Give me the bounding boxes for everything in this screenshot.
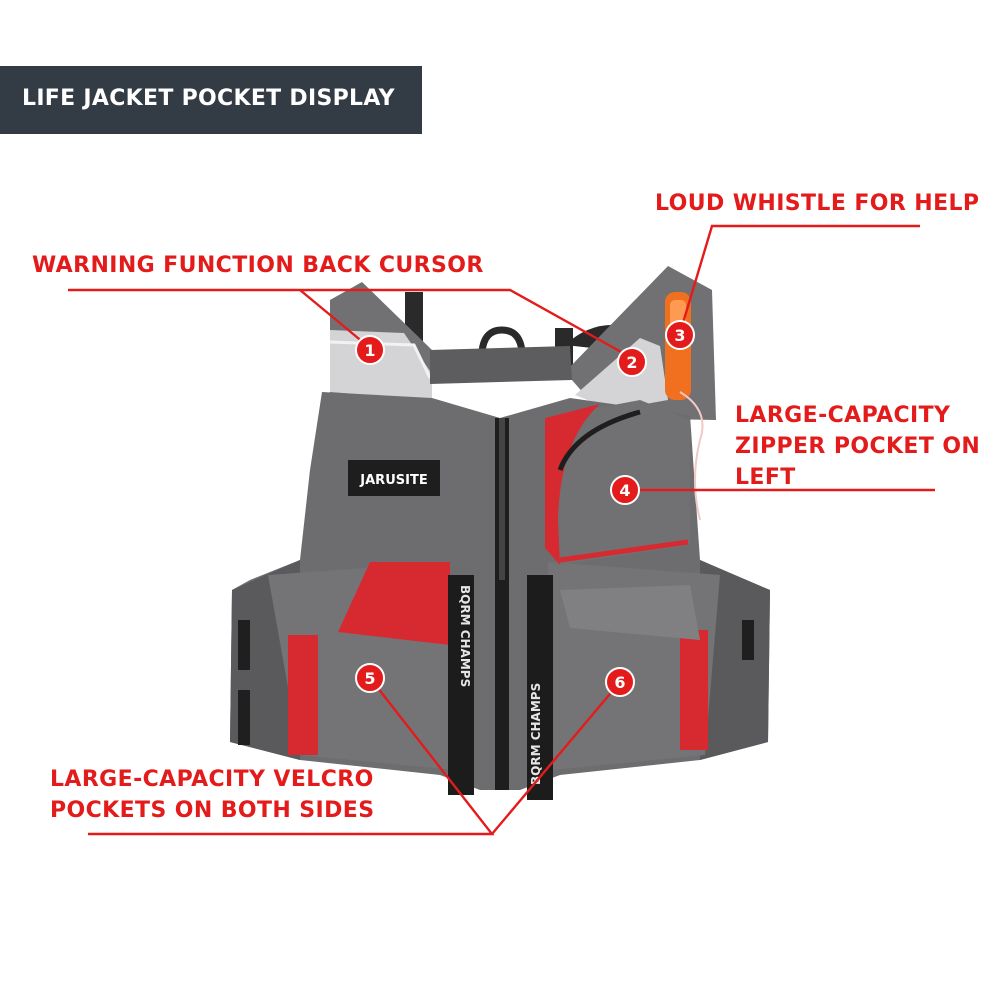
- marker-label-1: 1: [364, 341, 375, 360]
- warning-callout: WARNING FUNCTION BACK CURSOR: [32, 253, 484, 278]
- number-markers: 1 2 3 4 5 6: [355, 320, 695, 697]
- brand-label: JARUSITE: [359, 473, 427, 488]
- whistle-callout: LOUD WHISTLE FOR HELP: [655, 191, 980, 216]
- banner-title: LIFE JACKET POCKET DISPLAY: [22, 86, 395, 111]
- marker-label-4: 4: [619, 481, 630, 500]
- marker-label-6: 6: [614, 673, 625, 692]
- marker-1: 1: [355, 335, 385, 365]
- marker-6: 6: [605, 667, 635, 697]
- marker-label-3: 3: [674, 326, 685, 345]
- zipper-callout-line-3: LEFT: [735, 465, 796, 490]
- marker-3: 3: [665, 320, 695, 350]
- zipper-callout-line-2: ZIPPER POCKET ON: [735, 434, 981, 459]
- title-banner: LIFE JACKET POCKET DISPLAY: [0, 66, 422, 134]
- zipper-callout-line-1: LARGE-CAPACITY: [735, 403, 951, 428]
- velcro-callout-line-1: LARGE-CAPACITY VELCRO: [50, 767, 374, 792]
- marker-5: 5: [355, 663, 385, 693]
- strap-text-right: BQRM CHAMPS: [529, 683, 543, 785]
- marker-4: 4: [610, 475, 640, 505]
- marker-label-5: 5: [364, 669, 375, 688]
- strap-text-left: BQRM CHAMPS: [458, 585, 472, 687]
- marker-label-2: 2: [626, 353, 637, 372]
- velcro-callout-line-2: POCKETS ON BOTH SIDES: [50, 798, 375, 823]
- marker-2: 2: [617, 347, 647, 377]
- velcro-callout: LARGE-CAPACITY VELCRO POCKETS ON BOTH SI…: [50, 764, 374, 826]
- zipper-callout: LARGE-CAPACITY ZIPPER POCKET ON LEFT: [735, 400, 980, 493]
